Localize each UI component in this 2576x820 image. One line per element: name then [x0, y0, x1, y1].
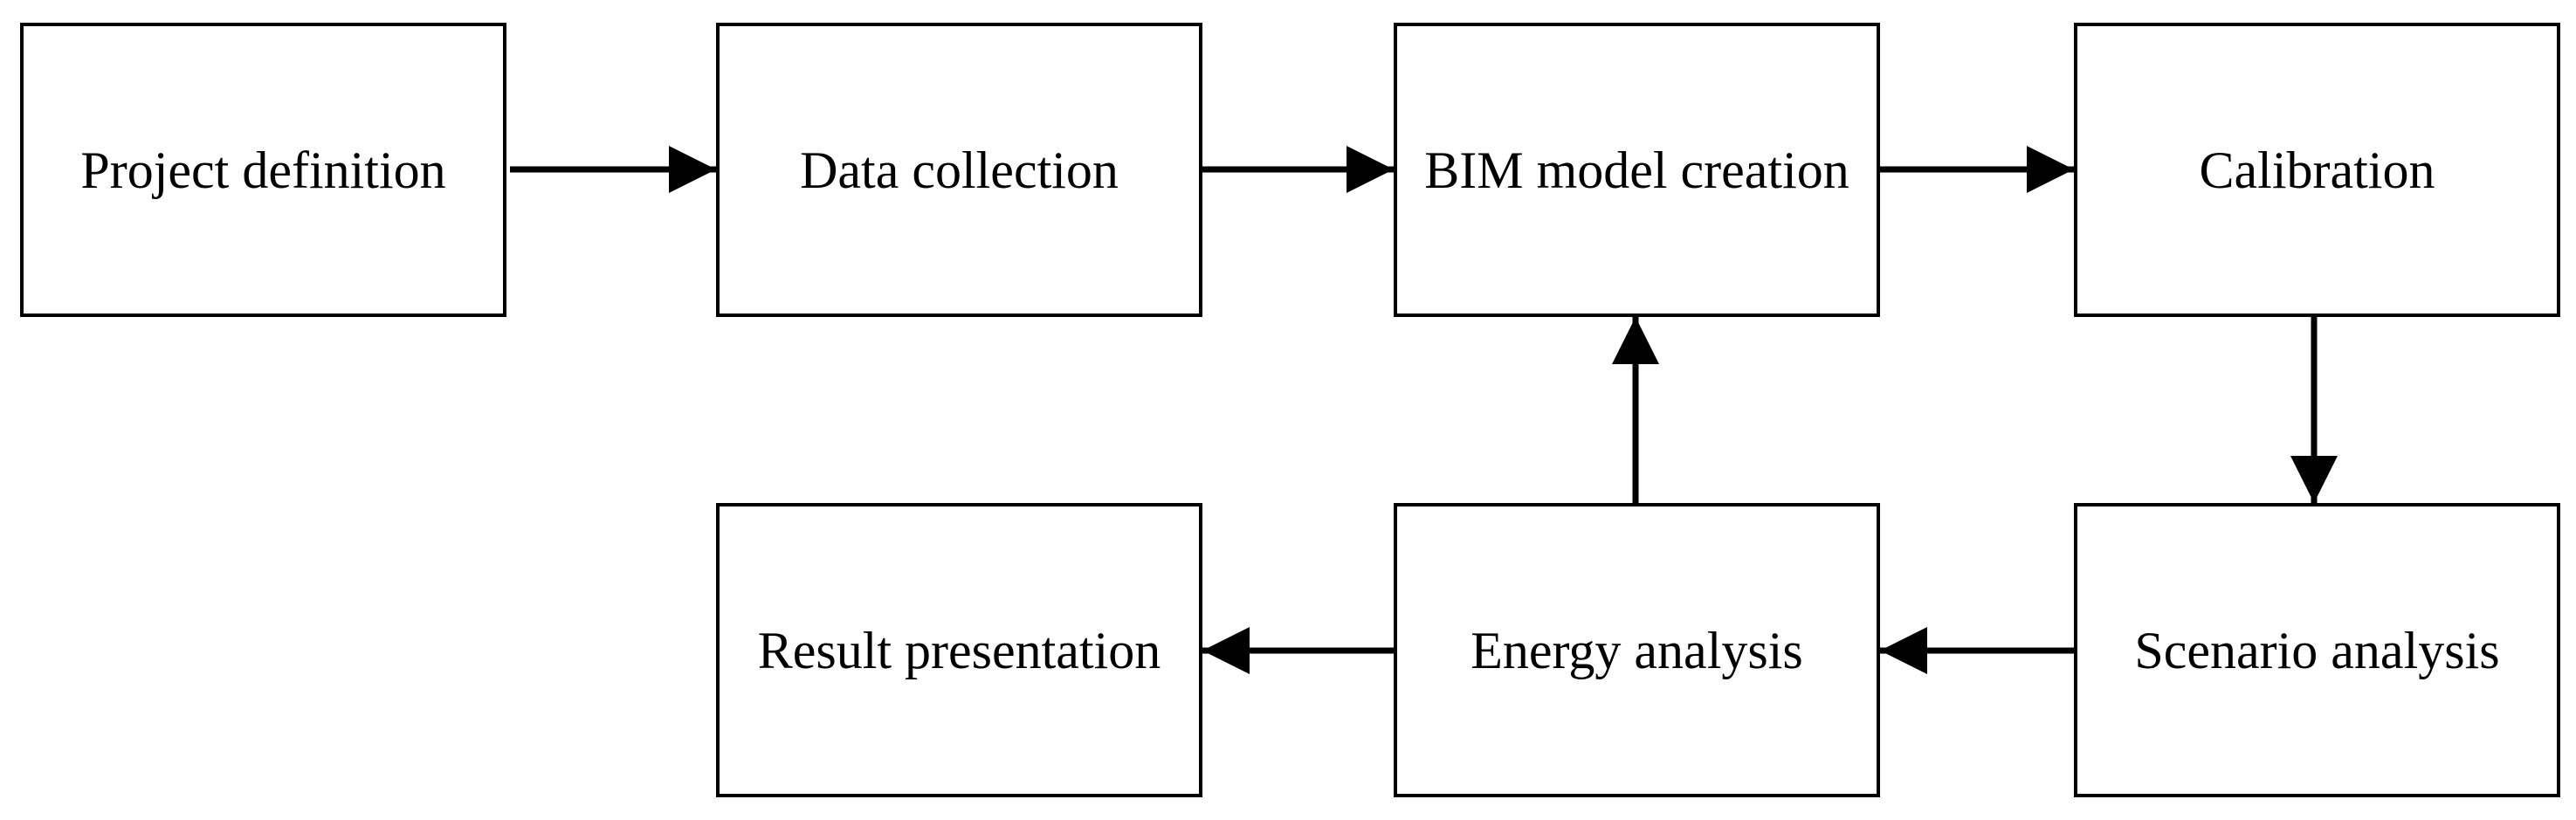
flowchart-node-result-presentation: Result presentation: [716, 503, 1202, 797]
node-label-bim-model-creation: BIM model creation: [1424, 141, 1849, 199]
flowchart-node-calibration: Calibration: [2074, 23, 2560, 317]
node-label-project-definition: Project definition: [80, 141, 446, 199]
node-label-data-collection: Data collection: [800, 141, 1119, 199]
node-label-result-presentation: Result presentation: [757, 621, 1161, 679]
flowchart-node-project-definition: Project definition: [20, 23, 506, 317]
node-label-calibration: Calibration: [2199, 141, 2435, 199]
node-label-energy-analysis: Energy analysis: [1471, 621, 1803, 679]
flowchart-node-energy-analysis: Energy analysis: [1394, 503, 1880, 797]
flowchart-node-scenario-analysis: Scenario analysis: [2074, 503, 2560, 797]
node-label-scenario-analysis: Scenario analysis: [2134, 621, 2500, 679]
flowchart-node-bim-model-creation: BIM model creation: [1394, 23, 1880, 317]
flowchart-node-data-collection: Data collection: [716, 23, 1202, 317]
